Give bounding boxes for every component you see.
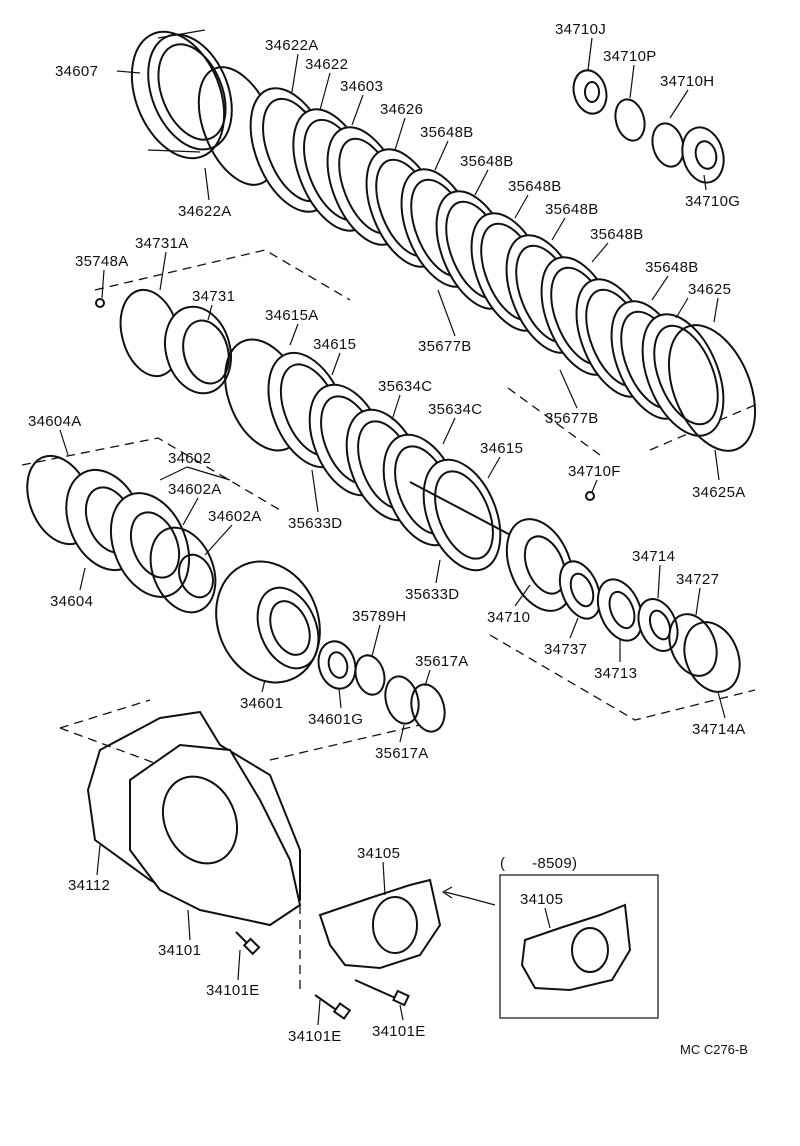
label-35677b-right: 35677B	[545, 410, 599, 427]
label-35633d-left: 35633D	[288, 515, 342, 532]
case-bore	[162, 775, 238, 865]
part-34602-piston	[109, 492, 191, 598]
part-34101e-bolt-3	[354, 979, 410, 1007]
housing-bore	[372, 896, 418, 954]
label-34607: 34607	[55, 63, 98, 80]
inset-date-range: ( -8509)	[500, 855, 577, 872]
group-boundaries	[21, 249, 756, 766]
label-34601: 34601	[240, 695, 283, 712]
label-34602: 34602	[168, 450, 211, 467]
label-34615-top: 34615	[313, 336, 356, 353]
label-34604a: 34604A	[28, 413, 82, 430]
label-35648b-4: 35648B	[545, 201, 599, 218]
part-labels: 34607 34622A 34622 34603 34626 35648B 35…	[28, 21, 748, 1057]
label-35617a-top: 35617A	[415, 653, 469, 670]
part-34101e-bolt-1	[235, 931, 261, 956]
part-34602a-o-ring-inner	[178, 553, 214, 599]
label-34615-mid: 34615	[480, 440, 523, 457]
label-35648b-5: 35648B	[590, 226, 644, 243]
part-34105-inset-housing	[520, 903, 632, 992]
label-34710j: 34710J	[555, 21, 606, 38]
label-34731: 34731	[192, 288, 235, 305]
label-35648b-3: 35648B	[508, 178, 562, 195]
label-34112: 34112	[68, 877, 110, 894]
label-34622: 34622	[305, 56, 348, 73]
inset-box-frame	[499, 874, 659, 1019]
part-34710f-ball	[585, 491, 595, 501]
label-34713: 34713	[594, 665, 637, 682]
part-35789h-race	[354, 654, 386, 696]
part-34101-transmission-case	[129, 743, 302, 927]
label-35648b-1: 35648B	[420, 124, 474, 141]
label-34625a: 34625A	[692, 484, 746, 501]
part-34105-extension-housing	[318, 878, 442, 970]
part-34607-clutch-drum	[130, 29, 233, 160]
inset-arrow-head	[441, 886, 453, 899]
label-34714a: 34714A	[692, 721, 746, 738]
part-34112-gasket	[86, 710, 301, 922]
label-34710: 34710	[487, 609, 530, 626]
part-34710j-nut	[572, 69, 608, 115]
part-34710-planetary-gear	[409, 481, 575, 612]
part-35617a-ring-2	[410, 683, 446, 733]
drawing-code: MC C276-B	[680, 1042, 748, 1057]
label-34101e-3: 34101E	[372, 1023, 426, 1040]
label-35789h: 35789H	[352, 608, 406, 625]
inset-housing-bore	[571, 927, 609, 973]
label-34710g: 34710G	[685, 193, 740, 210]
label-35748a: 35748A	[75, 253, 129, 270]
label-34101e-2: 34101E	[288, 1028, 342, 1045]
part-34625-flange	[641, 313, 757, 452]
label-34602a-2: 34602A	[208, 508, 262, 525]
label-34603: 34603	[340, 78, 383, 95]
label-34105-inset: 34105	[520, 891, 563, 908]
label-34737: 34737	[544, 641, 587, 658]
label-34101: 34101	[158, 942, 201, 959]
part-34737-bearing	[558, 560, 602, 620]
part-34731-one-way-clutch	[164, 305, 232, 395]
label-34601g: 34601G	[308, 711, 363, 728]
label-35677b-left: 35677B	[418, 338, 472, 355]
part-34714-race	[637, 598, 679, 652]
label-34604: 34604	[50, 593, 93, 610]
label-34105-main: 34105	[357, 845, 400, 862]
part-34602a-o-ring-outer	[149, 526, 217, 614]
part-34710p-washer	[614, 98, 646, 142]
part-34101e-bolt-2	[314, 994, 352, 1020]
inset-arrow-line	[444, 891, 496, 906]
label-34626: 34626	[380, 101, 423, 118]
part-35617a-ring-1	[384, 675, 420, 725]
label-35648b-6: 35648B	[645, 259, 699, 276]
label-34625: 34625	[688, 281, 731, 298]
label-34710h: 34710H	[660, 73, 714, 90]
label-35634c-2: 35634C	[428, 401, 482, 418]
label-34622a-top: 34622A	[265, 37, 319, 54]
label-34727: 34727	[676, 571, 719, 588]
label-35634c-1: 35634C	[378, 378, 432, 395]
label-34101e-1: 34101E	[206, 982, 260, 999]
label-35617a-bottom: 35617A	[375, 745, 429, 762]
part-34710g-bearing	[681, 126, 725, 184]
part-34710h-snap-ring	[651, 122, 685, 168]
label-34602a-1: 34602A	[168, 481, 222, 498]
part-35634c-clutch-plates	[308, 383, 502, 572]
label-34615a: 34615A	[265, 307, 319, 324]
part-35748a-ball	[95, 298, 105, 308]
label-34714: 34714	[632, 548, 675, 565]
part-34713-race	[596, 578, 644, 642]
label-34710p: 34710P	[603, 48, 657, 65]
label-35648b-2: 35648B	[460, 153, 514, 170]
leader-lines	[59, 37, 726, 1026]
label-34622a-bottom: 34622A	[178, 203, 232, 220]
label-35633d-right: 35633D	[405, 586, 459, 603]
part-34727-washer	[668, 613, 718, 677]
part-34601g-bearing	[317, 640, 357, 690]
part-34601-clutch-drum	[215, 560, 321, 684]
label-34710f: 34710F	[568, 463, 621, 480]
label-34731a: 34731A	[135, 235, 189, 252]
part-34714a-snap-ring	[683, 621, 741, 693]
